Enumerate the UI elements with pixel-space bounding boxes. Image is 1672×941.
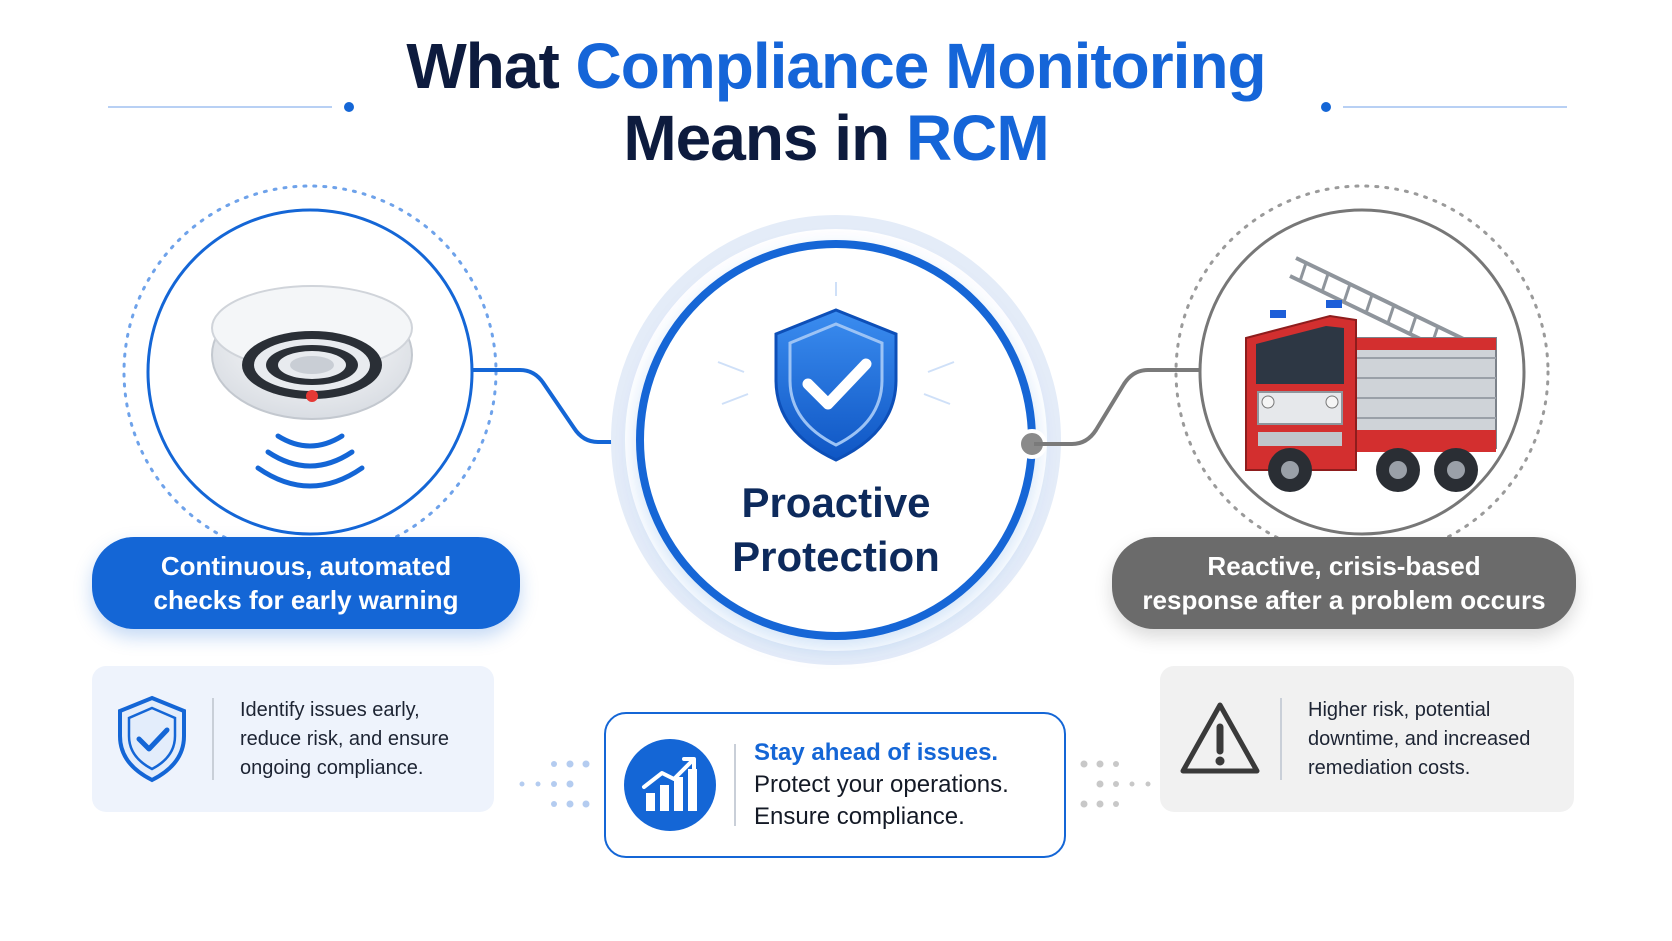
- proactive-benefits-line-2: reduce risk, and ensure: [240, 727, 450, 750]
- dots-right: [1080, 760, 1151, 808]
- card-divider: [734, 744, 736, 826]
- title-line-1: What Compliance Monitoring: [0, 30, 1672, 102]
- left-connector: [472, 368, 636, 444]
- shield-glow: [717, 282, 955, 405]
- reactive-risks-line-2: downtime, and increased: [1308, 727, 1531, 750]
- card-divider: [1280, 698, 1282, 780]
- title-text-means: Means in: [623, 102, 906, 174]
- right-connector: [1034, 368, 1200, 446]
- reactive-risks-line-1: Higher risk, potential: [1308, 698, 1491, 721]
- proactive-benefits-line-1: Identify issues early,: [240, 698, 420, 721]
- shield-check-icon: [92, 666, 212, 812]
- proactive-pill-line-1: Continuous, automated: [160, 551, 452, 581]
- reactive-pill-line-1: Reactive, crisis-based: [1207, 551, 1481, 581]
- shield-check-icon: [774, 308, 898, 462]
- proactive-benefits-text: Identify issues early, reduce risk, and …: [240, 696, 449, 783]
- center-label-line-2: Protection: [732, 533, 940, 580]
- page-title: What Compliance Monitoring Means in RCM: [0, 30, 1672, 174]
- summary-line-2: Protect your operations.: [754, 771, 1009, 798]
- card-divider: [212, 698, 214, 780]
- title-text-accent: Compliance Monitoring: [575, 30, 1267, 102]
- proactive-benefits-line-3: ongoing compliance.: [240, 756, 424, 779]
- center-label-line-1: Proactive: [741, 479, 931, 526]
- growth-chart-icon: [606, 737, 734, 833]
- summary-text: Stay ahead of issues. Protect your opera…: [754, 737, 1009, 833]
- center-label: Proactive Protection: [660, 476, 1012, 584]
- title-text-what: What: [406, 30, 576, 102]
- reactive-risks-card: Higher risk, potential downtime, and inc…: [1160, 666, 1574, 812]
- summary-line-3: Ensure compliance.: [754, 803, 965, 830]
- title-dot-left: [344, 102, 354, 112]
- reactive-risks-text: Higher risk, potential downtime, and inc…: [1308, 696, 1530, 783]
- reactive-pill: Reactive, crisis-based response after a …: [1112, 537, 1576, 629]
- proactive-benefits-card: Identify issues early, reduce risk, and …: [92, 666, 494, 812]
- title-dot-right: [1321, 102, 1331, 112]
- warning-triangle-icon: [1160, 666, 1280, 812]
- reactive-pill-line-2: response after a problem occurs: [1142, 585, 1546, 615]
- fire-truck-icon: [1245, 256, 1497, 492]
- proactive-pill-line-2: checks for early warning: [153, 585, 459, 615]
- title-line-2: Means in RCM: [0, 102, 1672, 174]
- smoke-detector-icon: [211, 285, 413, 489]
- title-text-rcm: RCM: [905, 102, 1050, 174]
- summary-line-1: Stay ahead of issues.: [754, 739, 999, 766]
- summary-card: Stay ahead of issues. Protect your opera…: [604, 712, 1066, 858]
- reactive-risks-line-3: remediation costs.: [1308, 756, 1471, 779]
- dots-left: [519, 760, 590, 808]
- proactive-pill: Continuous, automated checks for early w…: [92, 537, 520, 629]
